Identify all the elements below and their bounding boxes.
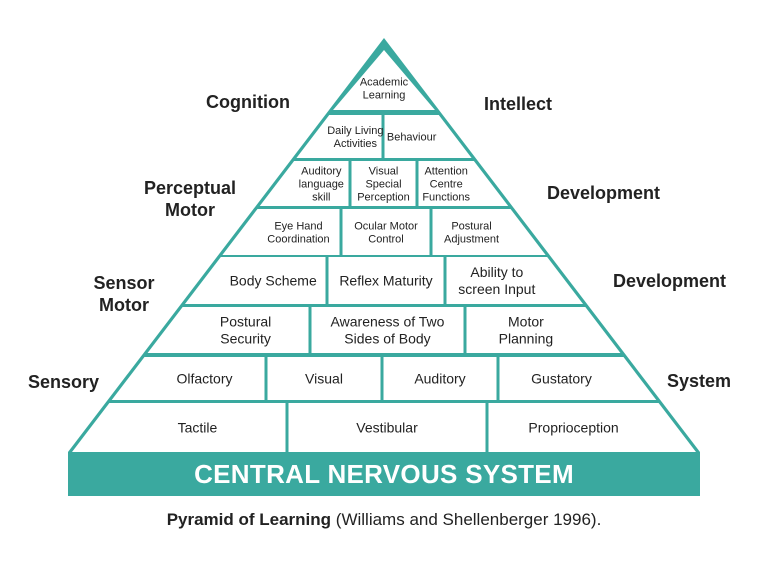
pyramid-cell-vestibular xyxy=(288,403,486,452)
pyramid-cell-label-tactile: Tactile xyxy=(178,419,218,435)
pyramid-cell-ocular-motor-control xyxy=(342,209,430,255)
pyramid-cell-visual xyxy=(267,357,381,400)
pyramid-cell-motor-planning xyxy=(466,307,621,353)
cns-bar: CENTRAL NERVOUS SYSTEM xyxy=(68,452,700,496)
label-perceptual: Perceptual xyxy=(143,178,237,198)
caption-title: Pyramid of Learning xyxy=(166,510,332,529)
label-motor-1: Motor xyxy=(165,200,215,220)
pyramid-cell-visual-special-perception xyxy=(351,161,416,206)
pyramid-cell-awareness-of-two-sides-of-body xyxy=(311,307,464,353)
label-intellect: Intellect xyxy=(484,94,553,114)
label-development-2: Development xyxy=(613,271,727,291)
pyramid-cell-auditory-language-skill xyxy=(259,161,349,206)
pyramid-cell-behaviour xyxy=(384,115,472,158)
pyramid-cell-ability-to-screen-input xyxy=(446,257,584,304)
pyramid-cell-label-auditory: Auditory xyxy=(414,370,465,386)
label-motor-2: Motor xyxy=(99,295,149,315)
pyramid-cell-label-reflex-maturity: Reflex Maturity xyxy=(339,272,432,288)
pyramid-cell-label-behaviour: Behaviour xyxy=(387,131,437,143)
pyramid-cell-gustatory xyxy=(499,357,657,400)
pyramid-cell-auditory xyxy=(383,357,497,400)
label-perceptual-motor: Perceptual Motor xyxy=(134,177,246,221)
pyramid-cell-proprioception xyxy=(488,403,696,452)
pyramid-cell-body-scheme xyxy=(184,257,326,304)
pyramid-cell-label-olfactory: Olfactory xyxy=(176,370,232,386)
label-sensor: Sensor xyxy=(93,273,155,293)
pyramid-cell-postural-security xyxy=(147,307,309,353)
pyramid-cell-label-gustatory: Gustatory xyxy=(531,370,592,386)
caption-citation: (Williams and Shellenberger 1996). xyxy=(331,510,602,529)
pyramid-cell-academic-learning xyxy=(333,50,435,110)
label-sensory: Sensory xyxy=(28,372,100,392)
pyramid-cell-reflex-maturity xyxy=(328,257,444,304)
pyramid-cell-olfactory xyxy=(111,357,265,400)
label-sensor-motor: Sensor Motor xyxy=(84,272,164,316)
caption: Pyramid of Learning (Williams and Shelle… xyxy=(0,510,768,530)
label-system: System xyxy=(667,371,732,391)
cns-label: CENTRAL NERVOUS SYSTEM xyxy=(194,458,574,489)
label-cognition: Cognition xyxy=(206,92,290,112)
pyramid-cell-postural-adjustment xyxy=(432,209,546,255)
pyramid-cell-attention-centre-functions xyxy=(418,161,509,206)
pyramid-cell-tactile xyxy=(72,403,286,452)
pyramid-cell-label-vestibular: Vestibular xyxy=(356,419,418,435)
pyramid-cell-label-body-scheme: Body Scheme xyxy=(230,272,317,288)
pyramid-cell-label-visual: Visual xyxy=(305,370,343,386)
label-development-1: Development xyxy=(547,183,661,203)
pyramid-cell-daily-living-activities xyxy=(296,115,382,158)
pyramid-cell-eye-hand-coordination xyxy=(222,209,340,255)
pyramid-cell-label-proprioception: Proprioception xyxy=(528,419,618,435)
